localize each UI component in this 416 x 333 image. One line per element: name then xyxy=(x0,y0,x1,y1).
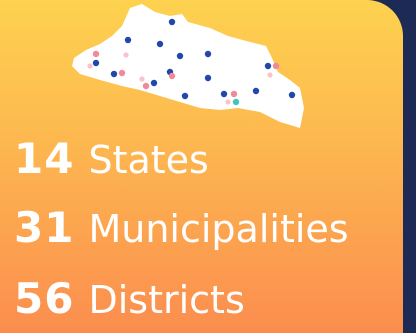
map-marker xyxy=(168,18,176,26)
map-marker xyxy=(118,69,126,77)
map-marker xyxy=(139,76,145,82)
summary-card: 14 States 31 Municipalities 56 Districts xyxy=(0,0,403,333)
stat-number: 14 xyxy=(14,134,75,183)
stat-label: Municipalities xyxy=(88,207,349,251)
map-markers xyxy=(87,18,296,106)
stat-number: 31 xyxy=(14,203,75,252)
map-marker xyxy=(110,70,118,78)
map-marker xyxy=(204,74,212,82)
map-marker xyxy=(232,98,240,106)
stat-number: 56 xyxy=(14,274,75,323)
map-marker xyxy=(150,79,158,87)
el-salvador-map xyxy=(72,4,304,128)
stat-label: States xyxy=(88,138,209,182)
map-marker xyxy=(181,92,189,100)
map-marker xyxy=(220,90,228,98)
map-marker xyxy=(264,62,272,70)
map-marker xyxy=(267,72,273,78)
map-marker xyxy=(156,40,164,48)
map-marker xyxy=(124,36,132,44)
map-marker xyxy=(92,59,100,67)
map-marker xyxy=(123,52,129,58)
map-marker xyxy=(142,82,150,90)
map-marker xyxy=(288,91,296,99)
map-marker xyxy=(230,90,238,98)
stat-states: 14 States xyxy=(14,134,209,183)
map-marker xyxy=(272,62,280,70)
map-marker xyxy=(204,50,212,58)
map-marker xyxy=(252,87,260,95)
stat-label: Districts xyxy=(88,278,245,322)
stat-municipalities: 31 Municipalities xyxy=(14,203,349,252)
stat-districts: 56 Districts xyxy=(14,274,245,323)
map-marker xyxy=(225,99,231,105)
map-marker xyxy=(92,50,100,58)
country-shape xyxy=(72,4,304,128)
map-marker xyxy=(87,63,93,69)
map-marker xyxy=(176,52,184,60)
map-marker xyxy=(168,72,176,80)
